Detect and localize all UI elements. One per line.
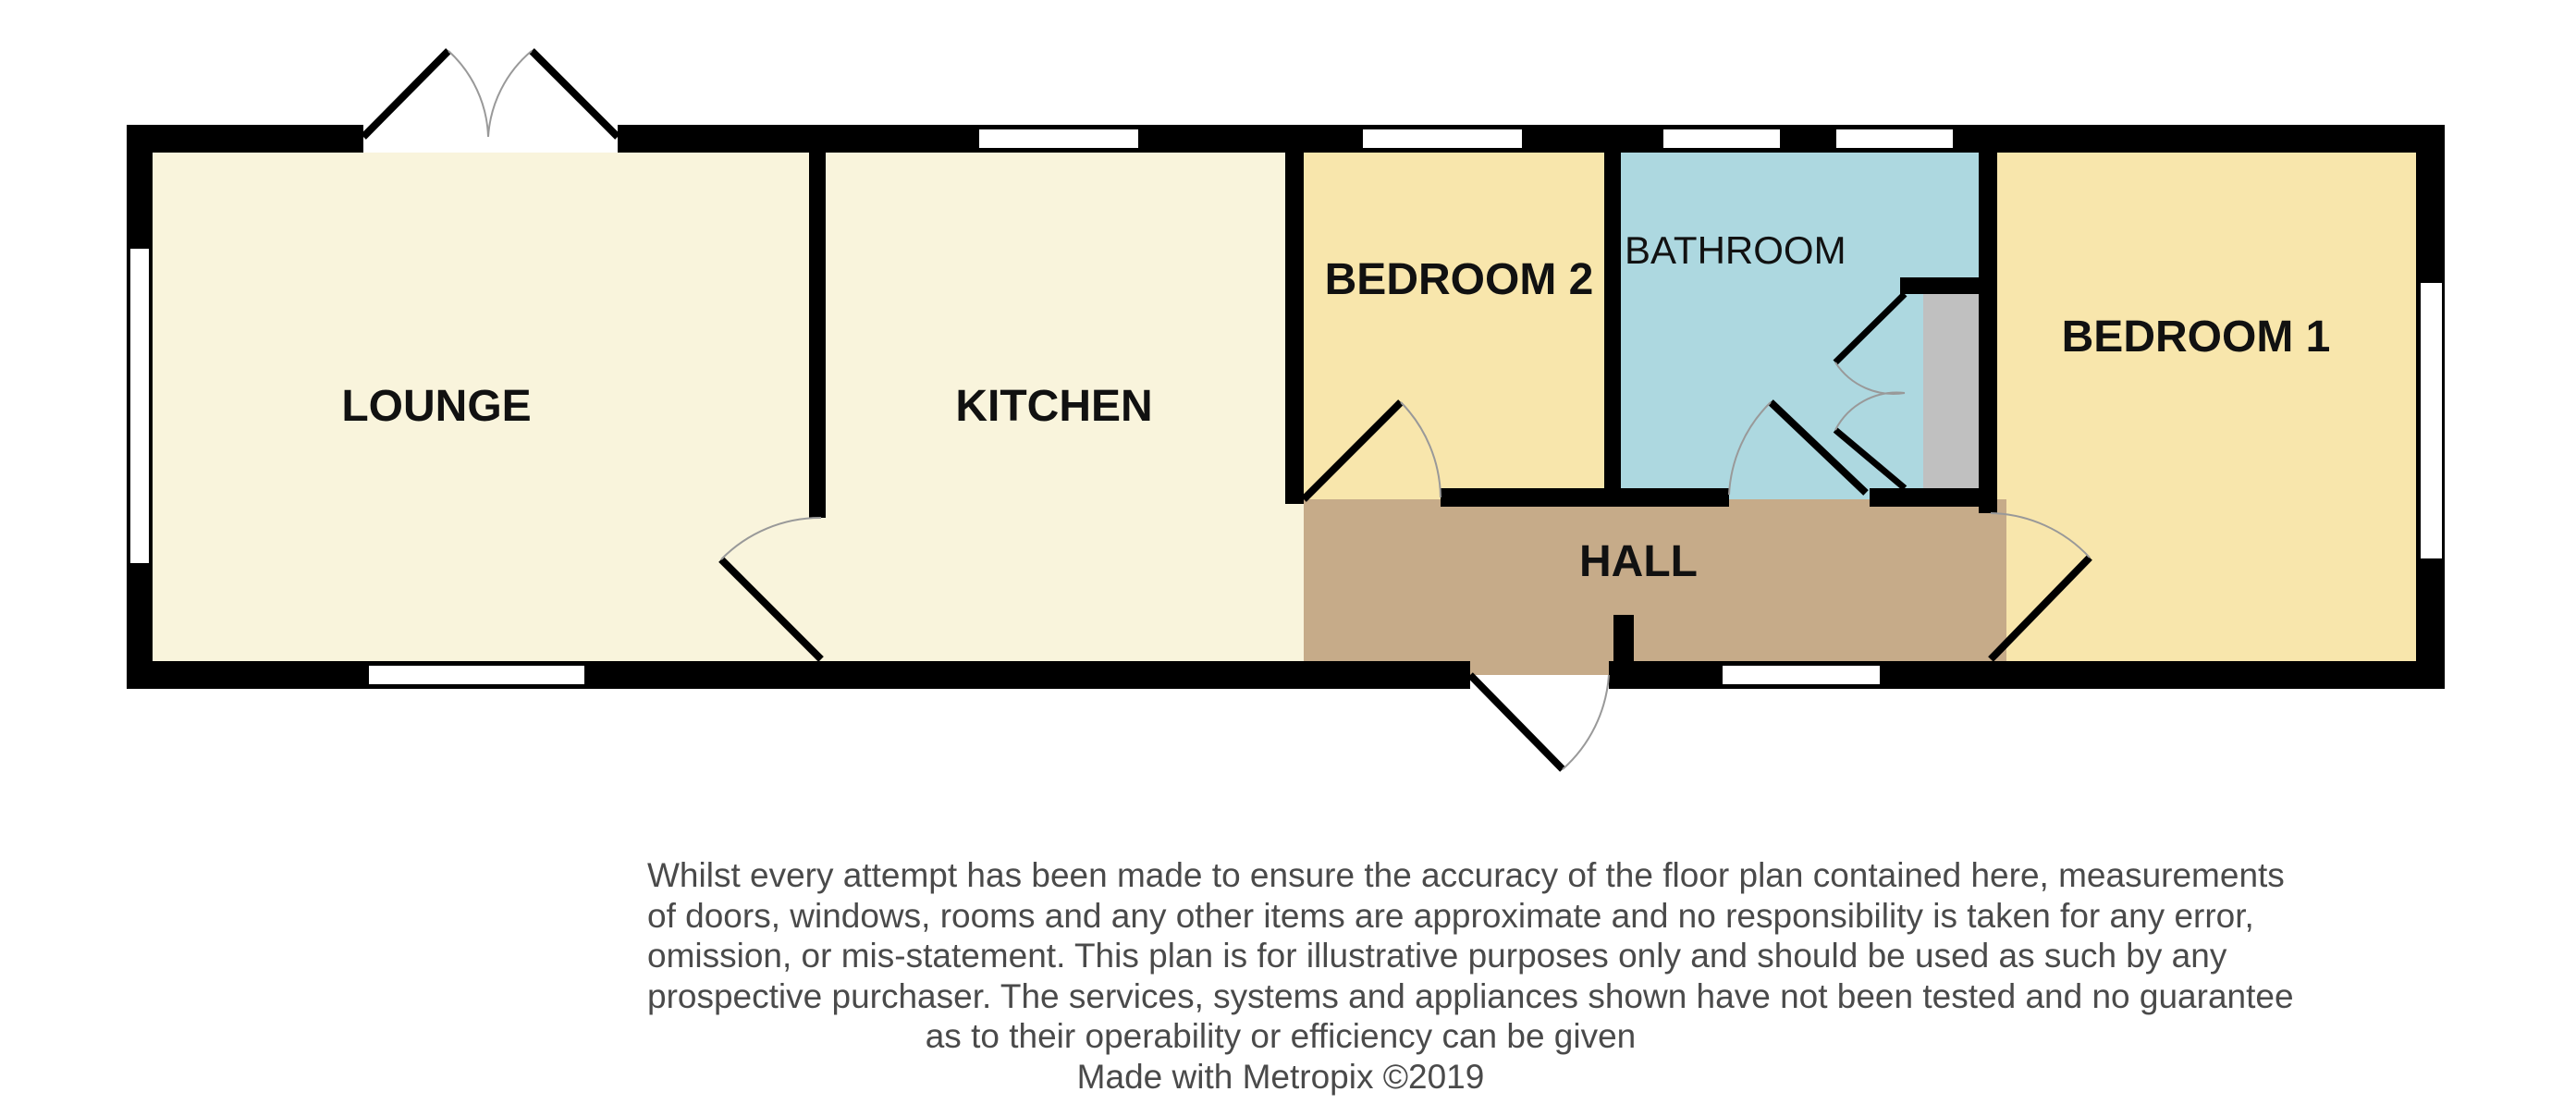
disclaimer-line: omission, or mis-statement. This plan is… <box>647 937 2227 975</box>
room-label-bedroom1: BEDROOM 1 <box>2062 313 2331 362</box>
disclaimer-line: of doors, windows, rooms and any other i… <box>647 896 2254 935</box>
bedroom1-fill <box>1993 153 2416 661</box>
disclaimer-line: Whilst every attempt has been made to en… <box>647 856 2285 894</box>
room-label-hall: HALL <box>1579 537 1698 586</box>
room-label-lounge: LOUNGE <box>341 382 531 431</box>
window-top-bathroom-2 <box>1834 128 1955 150</box>
disclaimer-line: prospective purchaser. The services, sys… <box>647 976 2294 1015</box>
interior-walls <box>809 153 1997 663</box>
room-label-bathroom: BATHROOM <box>1625 228 1846 272</box>
window-top-bathroom-1 <box>1662 128 1782 150</box>
bedroom2-fill <box>1304 153 1618 499</box>
hall-fill <box>1304 499 2006 675</box>
room-label-kitchen: KITCHEN <box>955 382 1152 431</box>
window-bottom-bedroom1 <box>1721 664 1882 686</box>
metropix-credit: Made with Metropix ©2019 <box>1076 1057 1485 1096</box>
lounge-fill <box>153 153 818 661</box>
room-label-bedroom2: BEDROOM 2 <box>1325 255 1594 304</box>
window-top-kitchen <box>977 128 1140 150</box>
window-bottom-lounge <box>367 664 586 686</box>
disclaimer: Whilst every attempt has been made to en… <box>647 855 2294 1097</box>
window-left-lounge <box>129 247 151 565</box>
windows <box>129 128 2444 686</box>
window-right-bedroom1 <box>2419 281 2444 560</box>
window-top-bedroom2 <box>1361 128 1524 150</box>
kitchen-fill <box>818 153 1304 661</box>
disclaimer-line: as to their operability or efficiency ca… <box>925 1017 1637 1055</box>
doors <box>361 48 2092 772</box>
